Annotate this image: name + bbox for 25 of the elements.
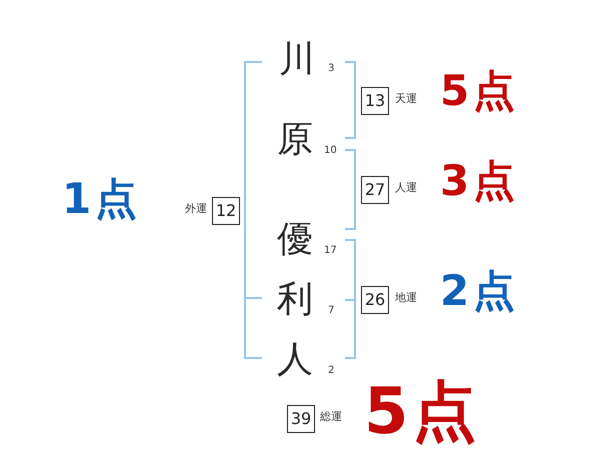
name-character: 人 (277, 342, 313, 378)
name-character: 原 (277, 122, 313, 158)
stroke-count: 3 (328, 64, 334, 74)
score-box: 26 (361, 286, 389, 314)
stroke-count: 7 (328, 306, 334, 316)
score: 5点 (364, 380, 481, 444)
score-box: 27 (361, 176, 389, 204)
fortune-label: 人運 (395, 182, 417, 193)
stroke-count: 17 (324, 246, 337, 256)
score-box: 39 (287, 405, 315, 433)
fortune-label: 総運 (320, 411, 342, 422)
stroke-count: 10 (324, 146, 337, 156)
name-character: 優 (277, 222, 313, 258)
stroke-count: 2 (328, 366, 334, 376)
score: 2点 (440, 270, 520, 312)
score: 5点 (440, 70, 520, 112)
fortune-label: 天運 (395, 93, 417, 104)
fortune-label: 外運 (185, 203, 207, 214)
score-box: 13 (361, 87, 389, 115)
fortune-label: 地運 (395, 292, 417, 303)
name-character: 利 (277, 282, 313, 318)
score-box: 12 (212, 197, 240, 225)
name-character: 川 (279, 42, 315, 78)
score: 1点 (62, 178, 142, 220)
score: 3点 (440, 160, 520, 202)
